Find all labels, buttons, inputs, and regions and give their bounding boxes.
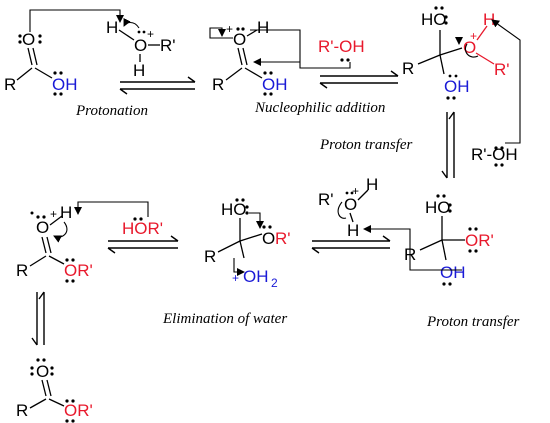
ester-or: OR' [64,401,93,420]
oxonium-reagent-2: R' O + H H [318,175,462,271]
hydroxyl-group-2: OH [262,75,288,94]
label-protonation: Protonation [75,103,148,119]
tetra3-rp: R' [275,229,291,248]
alcohol-base-1-label: R'-OH [471,145,518,164]
equilibrium-arrow-3 [441,111,455,179]
equilibrium-arrow-2 [319,70,399,89]
equilibrium-arrow-6 [31,291,45,346]
pester-h: H [60,203,72,222]
equilibrium-arrow-5 [107,235,179,254]
alcohol-nucleophile: R'-OH [250,29,365,69]
tetra1-rp: R' [494,60,510,79]
equilibrium-arrow-1 [119,76,196,95]
carbonyl-oxygen: O [22,30,35,49]
oxonium2-h-bottom: H [347,221,359,240]
tetra3-charge: + [232,271,239,285]
r-group: R [4,75,16,94]
protonated-acid: O + H R OH [209,18,288,96]
r-group-2: R [212,75,224,94]
pester-or: OR' [64,261,93,280]
oxonium2-charge: + [352,184,359,198]
protonated-ester: O + H R OR' [16,203,93,283]
protonated-h: H [257,18,269,37]
label-elimination: Elimination of water [162,311,287,327]
tetra2-or: OR' [465,231,494,250]
alcohol-label: R'-OH [318,37,365,56]
oxonium-h-bottom: H [133,61,145,80]
label-proton-transfer-2: Proton transfer [426,314,520,330]
tetra1-charge: + [470,29,477,43]
hydroxyl-group: OH [52,75,78,94]
alcohol-base-1: R'-OH [471,19,521,167]
alcohol-base-2-label: HOR' [122,219,163,238]
tetra1-r-group: R [402,59,414,78]
oxonium-r-group: R' [160,36,176,55]
pester-r-group: R [16,261,28,280]
protonated-charge: + [226,22,233,36]
protonated-oxygen: O [233,30,246,49]
tetrahedral-intermediate-3: HO R O R' + OH 2 [204,198,291,290]
ester-product: O R OR' [16,358,93,423]
carboxylic-acid: O R OH [4,30,78,96]
tetrahedral-intermediate-2: HO R OR' OH [404,194,494,286]
label-proton-transfer-1: Proton transfer [319,137,413,153]
oxonium-h-top: H [106,18,118,37]
pester-charge: + [50,207,57,221]
tetra3-o: O [262,229,275,248]
ester-oxygen: O [36,362,49,381]
tetra2-ho: HO [425,198,451,217]
oxonium2-h-top: H [366,175,378,194]
tetra2-oh: OH [440,263,466,282]
label-nucleophilic-addition: Nucleophilic addition [254,100,385,116]
oxonium-oxygen: O [134,36,147,55]
protonation-arrow [29,9,124,32]
ester-r-group: R [16,401,28,420]
equilibrium-arrow-4 [311,235,391,254]
oxonium2-rp: R' [318,190,334,209]
oxonium-charge: + [147,27,154,41]
alcohol-base-2: HOR' [74,201,163,238]
oxonium2-oxygen: O [344,195,357,214]
tetra1-h: H [483,10,495,29]
tetra3-subscript: 2 [271,276,278,290]
oxonium-reagent: H O + R' H [106,17,176,80]
tetra3-r-group: R [204,247,216,266]
tetra1-ho: HO [421,10,447,29]
pester-oxygen: O [36,218,49,237]
tetra3-oh2: OH [243,267,269,286]
tetra3-ho: HO [221,200,247,219]
tetra1-oh: OH [444,77,470,96]
